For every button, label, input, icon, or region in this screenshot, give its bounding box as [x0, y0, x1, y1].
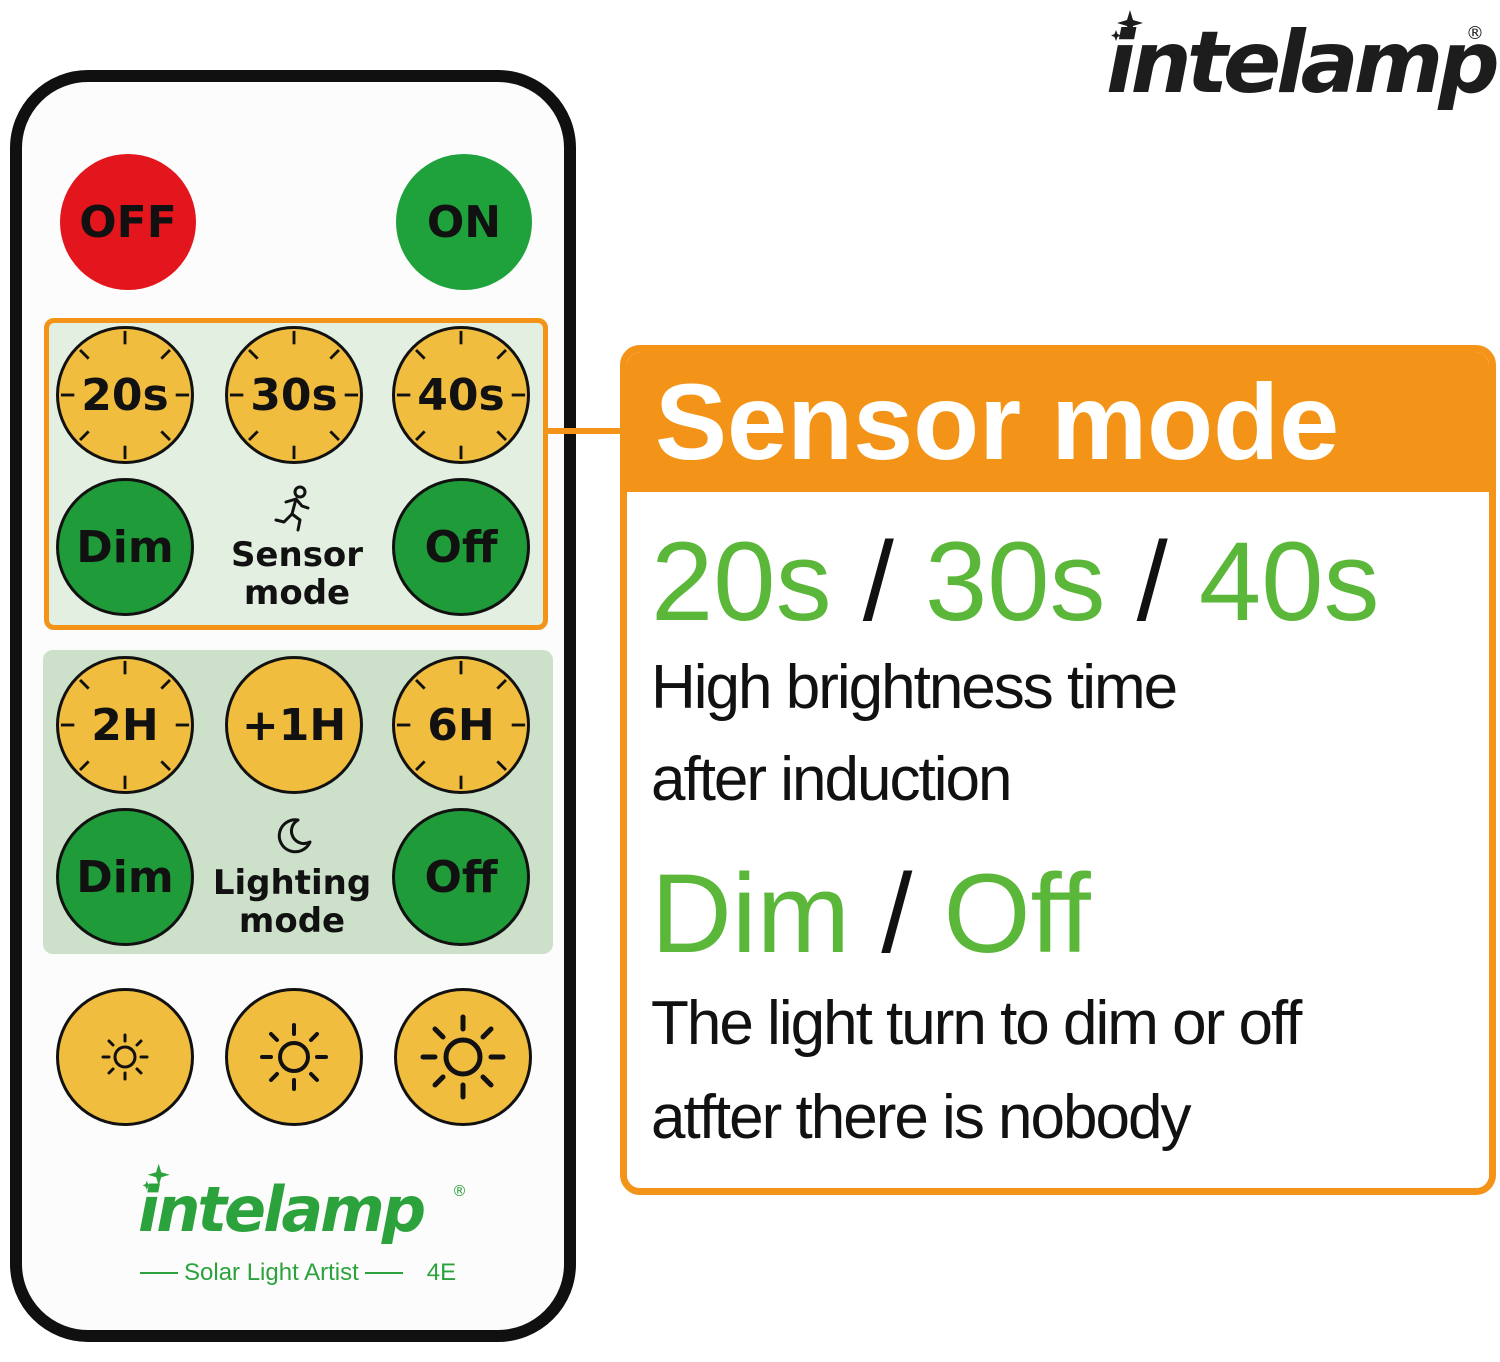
off-button[interactable]: OFF: [60, 154, 196, 290]
dim-off-desc-line2: atfter there is nobody: [651, 1083, 1191, 1152]
lighting-dim-button[interactable]: Dim: [56, 808, 194, 946]
brightness-high-icon: [420, 1014, 506, 1100]
lighting-off-button[interactable]: Off: [392, 808, 530, 946]
dim-label: Dim: [76, 521, 174, 573]
separator: /: [881, 851, 913, 976]
lighting-timer-6h-button[interactable]: 6H: [392, 656, 530, 794]
timer-desc-line2: after induction: [651, 745, 1012, 814]
divider: [364, 1272, 403, 1274]
dim-off-option: Off: [943, 851, 1091, 976]
off-label: Off: [424, 851, 498, 903]
on-button-label: ON: [426, 196, 502, 248]
brightness-high-button[interactable]: [394, 988, 532, 1126]
callout-connector: [548, 428, 624, 434]
timer-label: +1H: [241, 699, 347, 751]
sensor-mode-callout: Sensor mode 20s / 30s / 40s High brightn…: [620, 345, 1496, 1195]
sensor-timer-20s-button[interactable]: 20s: [56, 326, 194, 464]
clock-ticks-icon: [229, 330, 359, 460]
dim-off-desc-line1: The light turn to dim or off: [651, 989, 1302, 1058]
off-button-label: OFF: [79, 196, 177, 248]
timer-option: 20s: [651, 519, 832, 644]
on-button[interactable]: ON: [396, 154, 532, 290]
brand-tagline: Solar Light Artist: [184, 1259, 359, 1286]
callout-title: Sensor mode: [655, 361, 1340, 482]
timer-label: 20s: [81, 369, 169, 421]
model-number: 4E: [426, 1259, 457, 1286]
brand-name: intelamp: [138, 1173, 426, 1246]
separator: /: [1136, 519, 1168, 644]
timer-desc-line1: High brightness time: [651, 653, 1178, 722]
timer-label: 6H: [427, 699, 495, 751]
sparkle-icon: [142, 1163, 170, 1191]
timer-options-line: 20s / 30s / 40s: [651, 522, 1379, 642]
clock-ticks-icon: [60, 660, 190, 790]
timer-label: 30s: [250, 369, 338, 421]
sensor-off-button[interactable]: Off: [392, 478, 530, 616]
separator: /: [862, 519, 894, 644]
running-person-icon: [274, 485, 310, 532]
brightness-medium-icon: [260, 1023, 328, 1091]
brightness-medium-button[interactable]: [225, 988, 363, 1126]
dim-off-option: Dim: [651, 851, 851, 976]
sensor-mode-label: Sensor mode: [212, 536, 382, 612]
dim-off-options-line: Dim / Off: [651, 854, 1091, 974]
timer-option: 40s: [1198, 519, 1380, 644]
sparkle-icon: [1111, 10, 1143, 41]
brightness-low-button[interactable]: [56, 988, 194, 1126]
registered-mark: ®: [452, 1182, 467, 1200]
sensor-dim-button[interactable]: Dim: [56, 478, 194, 616]
mode-label-line1: Sensor: [230, 535, 364, 575]
dim-label: Dim: [76, 851, 174, 903]
mode-label-line1: Lighting: [212, 863, 372, 903]
timer-option: 30s: [924, 519, 1106, 644]
brightness-low-icon: [101, 1033, 149, 1081]
mode-label-line2: mode: [238, 901, 346, 941]
callout-body: 20s / 30s / 40s High brightness time aft…: [627, 492, 1489, 1188]
off-label: Off: [424, 521, 498, 573]
clock-ticks-icon: [60, 330, 190, 460]
divider: [140, 1272, 178, 1274]
registered-mark: ®: [1466, 23, 1484, 44]
callout-header: [627, 352, 1489, 492]
lighting-timer-2h-button[interactable]: 2H: [56, 656, 194, 794]
sensor-timer-40s-button[interactable]: 40s: [392, 326, 530, 464]
brand-logo-top: intelamp ®: [1102, 8, 1500, 118]
mode-label-line2: mode: [243, 573, 351, 613]
brand-logo-remote: intelamp ® Solar Light Artist 4E: [136, 1162, 506, 1292]
lighting-mode-label: Lighting mode: [202, 864, 382, 940]
sensor-timer-30s-button[interactable]: 30s: [225, 326, 363, 464]
lighting-timer-plus1h-button[interactable]: +1H: [225, 656, 363, 794]
timer-label: 2H: [91, 699, 159, 751]
clock-ticks-icon: [396, 330, 526, 460]
timer-label: 40s: [417, 369, 505, 421]
clock-ticks-icon: [396, 660, 526, 790]
brand-tagline-row: Solar Light Artist 4E: [140, 1258, 456, 1288]
moon-icon: [277, 818, 312, 854]
brand-name: intelamp: [1106, 13, 1500, 113]
